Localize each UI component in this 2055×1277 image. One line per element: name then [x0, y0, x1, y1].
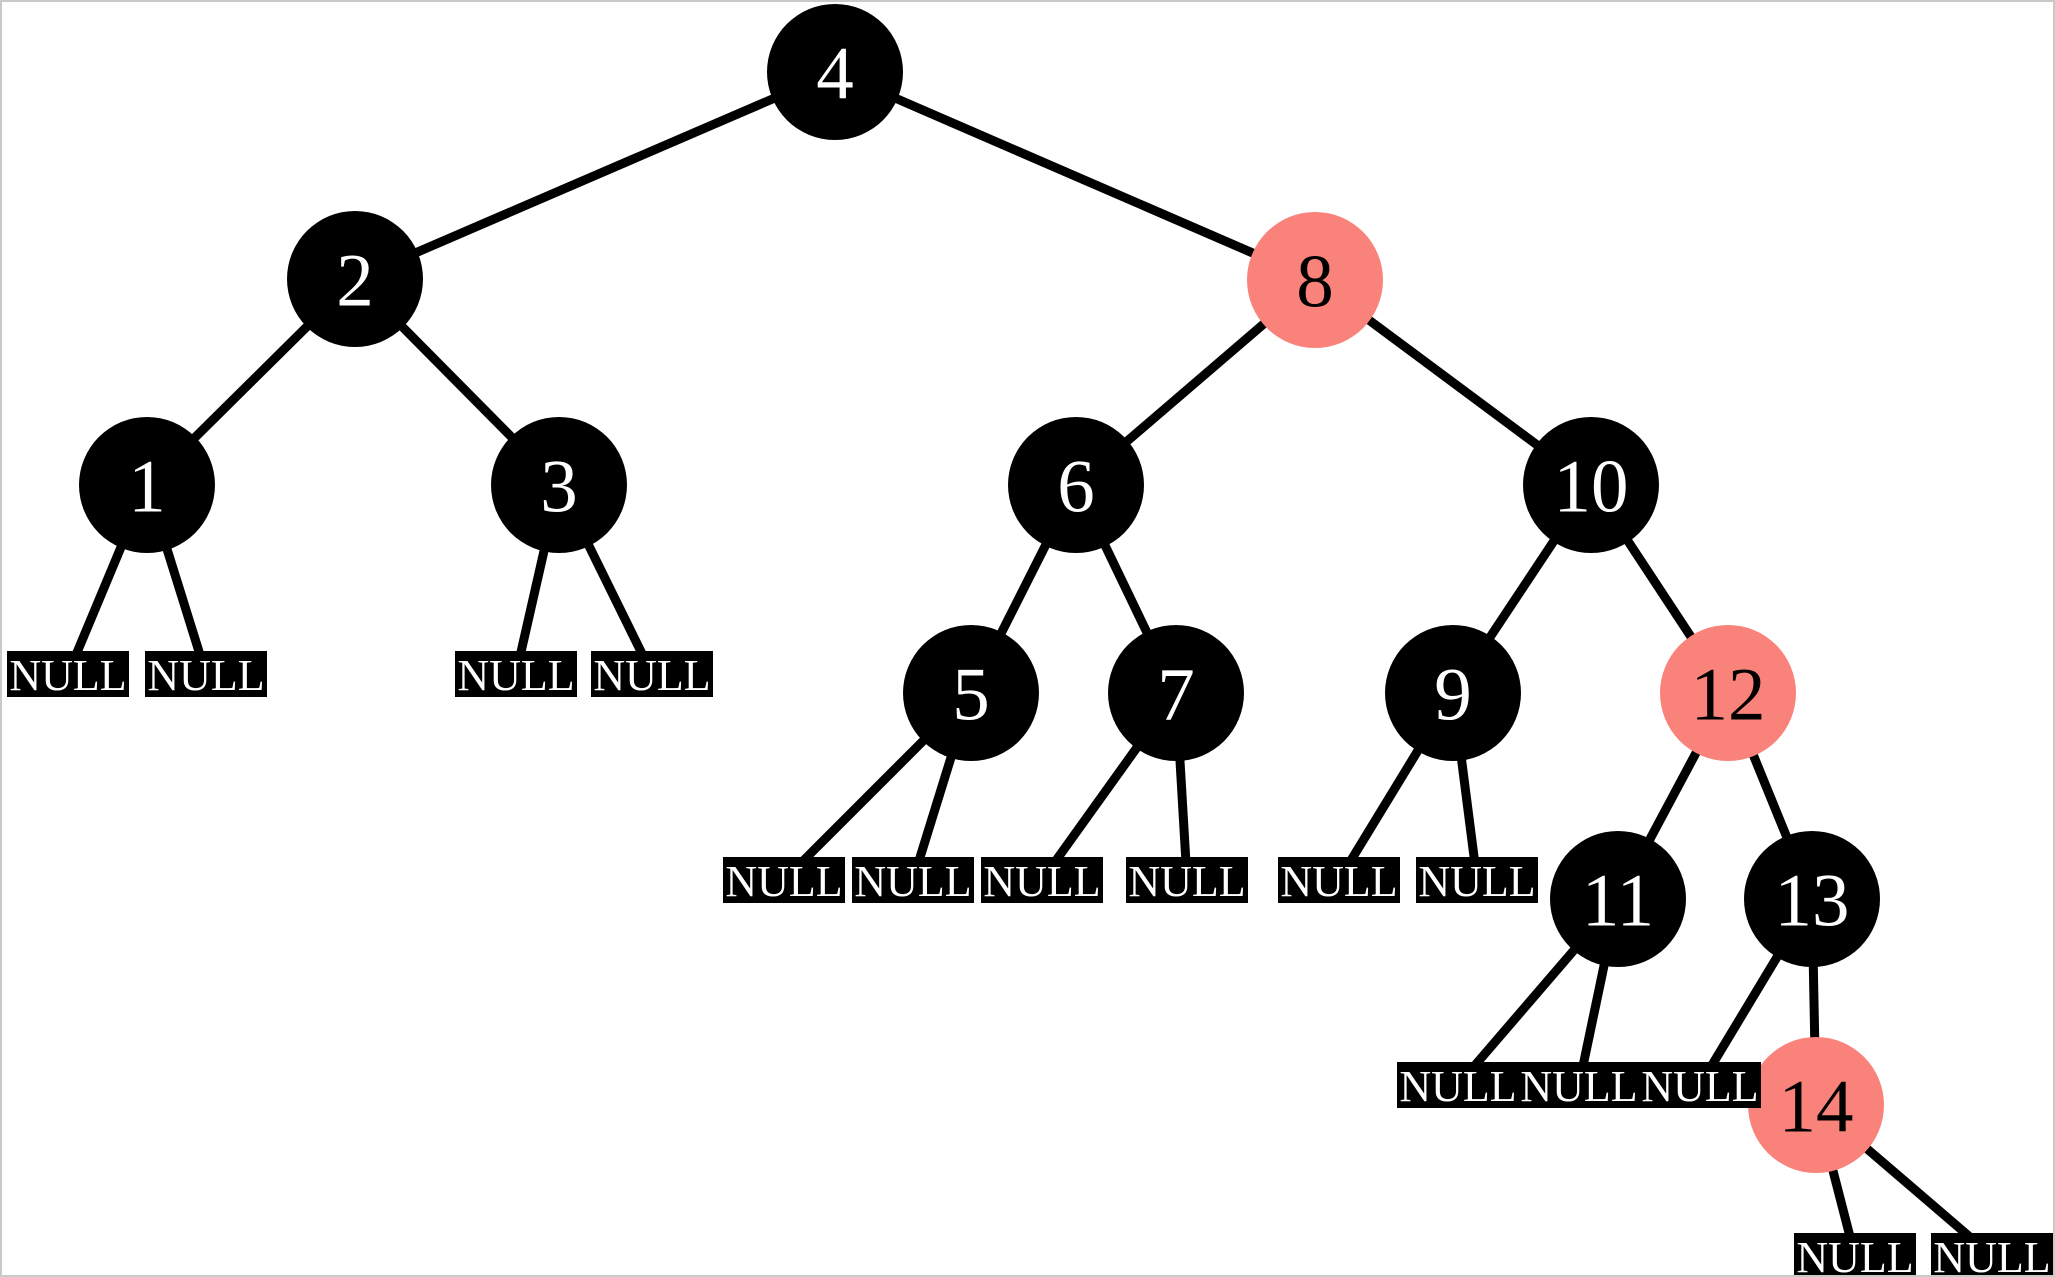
node-label-7: 7	[1157, 653, 1195, 736]
node-circle-13	[1744, 831, 1880, 967]
null-leaf-null-7L: NULL	[981, 857, 1103, 906]
tree-node-7: 7	[1108, 625, 1244, 761]
tree-node-10: 10	[1523, 417, 1659, 553]
node-circle-7	[1108, 625, 1244, 761]
null-label-null-1L: NULL	[9, 651, 126, 700]
null-leaf-null-7R: NULL	[1126, 857, 1248, 906]
null-label-null-14R: NULL	[1933, 1233, 2050, 1277]
tree-node-8: 8	[1247, 212, 1383, 348]
node-circle-10	[1523, 417, 1659, 553]
node-label-8: 8	[1296, 240, 1334, 323]
node-label-3: 3	[540, 445, 578, 528]
null-label-null-7L: NULL	[983, 857, 1100, 906]
null-label-null-9L: NULL	[1280, 857, 1397, 906]
tree-node-9: 9	[1385, 625, 1521, 761]
tree-node-2: 2	[287, 211, 423, 347]
node-circle-6	[1008, 417, 1144, 553]
null-label-null-1R: NULL	[147, 651, 264, 700]
node-circle-14	[1748, 1037, 1884, 1173]
node-label-5: 5	[952, 653, 990, 736]
tree-node-4: 4	[767, 4, 903, 140]
null-box-null-7L	[981, 857, 1103, 903]
null-leaf-null-11R: NULL	[1518, 1062, 1640, 1111]
null-leaf-null-3L: NULL	[455, 651, 577, 700]
null-leaf-null-13L: NULL	[1639, 1062, 1761, 1111]
null-leaf-null-11L: NULL	[1397, 1062, 1519, 1111]
node-circle-1	[79, 417, 215, 553]
null-box-null-3R	[591, 651, 713, 697]
node-label-1: 1	[128, 445, 166, 528]
tree-node-11: 11	[1550, 831, 1686, 967]
null-box-null-9L	[1278, 857, 1400, 903]
node-circle-3	[491, 417, 627, 553]
node-circle-5	[903, 625, 1039, 761]
node-label-14: 14	[1779, 1065, 1854, 1148]
node-circle-4	[767, 4, 903, 140]
tree-node-1: 1	[79, 417, 215, 553]
null-box-null-3L	[455, 651, 577, 697]
edge-4-to-2	[353, 67, 837, 284]
null-label-null-11L: NULL	[1399, 1062, 1516, 1111]
null-box-null-1L	[7, 651, 129, 697]
null-leaf-null-5L: NULL	[723, 857, 845, 906]
null-label-null-11R: NULL	[1520, 1062, 1637, 1111]
node-label-10: 10	[1554, 445, 1629, 528]
node-label-2: 2	[336, 239, 374, 322]
null-box-null-11R	[1518, 1062, 1640, 1108]
tree-node-13: 13	[1744, 831, 1880, 967]
null-box-null-9R	[1416, 857, 1538, 903]
null-leaf-null-3R: NULL	[591, 651, 713, 700]
null-box-null-1R	[145, 651, 267, 697]
node-label-6: 6	[1057, 445, 1095, 528]
null-box-null-7R	[1126, 857, 1248, 903]
tree-node-6: 6	[1008, 417, 1144, 553]
node-circle-2	[287, 211, 423, 347]
tree-node-12: 12	[1660, 625, 1796, 761]
edge-4-to-8	[833, 67, 1317, 285]
null-label-null-5L: NULL	[725, 857, 842, 906]
tree-node-14: 14	[1748, 1037, 1884, 1173]
node-circle-11	[1550, 831, 1686, 967]
null-label-null-3L: NULL	[457, 651, 574, 700]
node-label-13: 13	[1775, 859, 1850, 942]
null-label-null-14L: NULL	[1796, 1233, 1913, 1277]
null-label-null-9R: NULL	[1418, 857, 1535, 906]
null-box-null-14R	[1931, 1233, 2053, 1275]
null-label-null-3R: NULL	[593, 651, 710, 700]
tree-node-5: 5	[903, 625, 1039, 761]
null-leaf-null-1R: NULL	[145, 651, 267, 700]
node-circle-12	[1660, 625, 1796, 761]
null-leaf-null-5R: NULL	[852, 857, 974, 906]
null-leaf-null-14L: NULL	[1794, 1233, 1916, 1277]
node-label-4: 4	[816, 32, 854, 115]
null-box-null-11L	[1397, 1062, 1519, 1108]
node-circle-8	[1247, 212, 1383, 348]
null-label-null-5R: NULL	[854, 857, 971, 906]
null-box-null-5R	[852, 857, 974, 903]
null-label-null-13L: NULL	[1641, 1062, 1758, 1111]
null-leaf-null-1L: NULL	[7, 651, 129, 700]
null-leaf-null-9R: NULL	[1416, 857, 1538, 906]
null-leaf-null-14R: NULL	[1931, 1233, 2053, 1277]
node-label-9: 9	[1434, 653, 1472, 736]
node-circle-9	[1385, 625, 1521, 761]
null-box-null-13L	[1639, 1062, 1761, 1108]
null-box-null-5L	[723, 857, 845, 903]
tree-node-3: 3	[491, 417, 627, 553]
null-label-null-7R: NULL	[1128, 857, 1245, 906]
node-label-12: 12	[1691, 653, 1766, 736]
null-leaf-null-9L: NULL	[1278, 857, 1400, 906]
node-label-11: 11	[1582, 859, 1654, 942]
null-box-null-14L	[1794, 1233, 1916, 1275]
